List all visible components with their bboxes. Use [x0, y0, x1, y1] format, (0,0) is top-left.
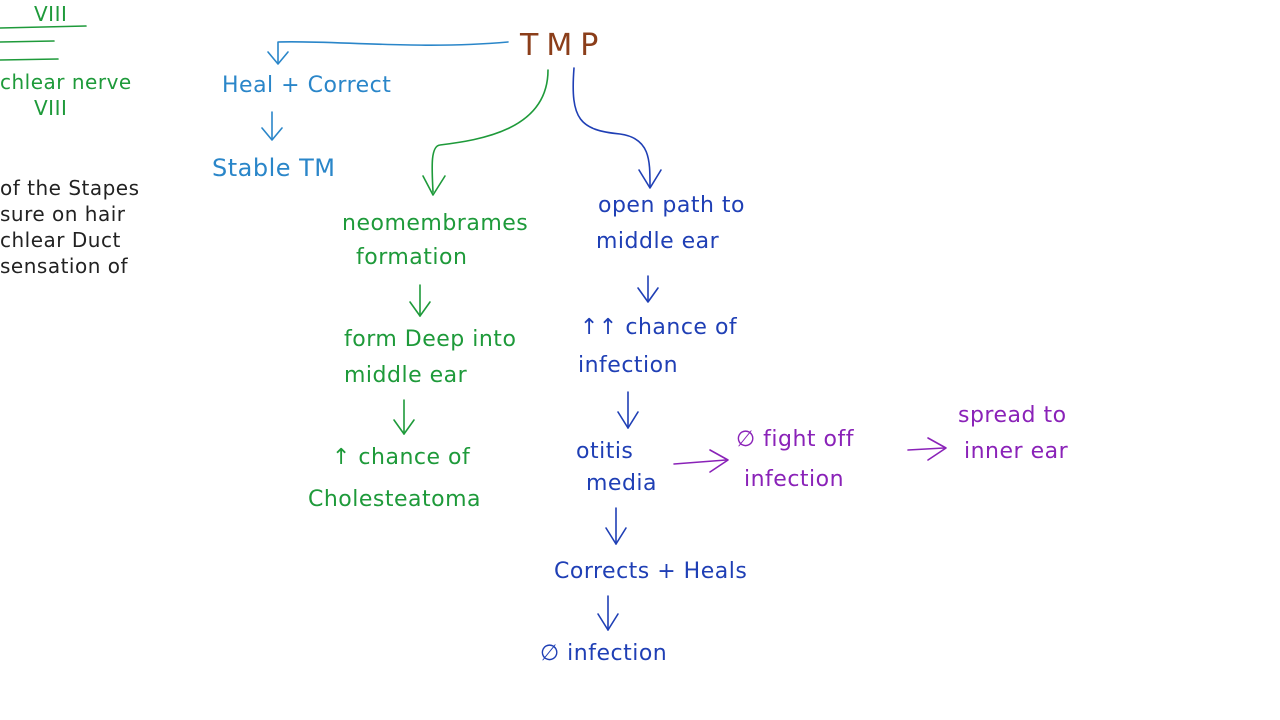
- offscreen-green-underline-3: [0, 58, 59, 61]
- arrow-tmp-to-openpath: [572, 67, 651, 187]
- node-corrects-heals: Corrects + Heals: [554, 559, 748, 584]
- node-chance-infection-line-1: ↑↑ chance of: [580, 315, 738, 340]
- node-openpath-line-2: middle ear: [596, 229, 720, 254]
- node-otitis-line-1: otitis: [576, 439, 634, 464]
- node-fightoff-line-2: infection: [744, 467, 845, 492]
- node-spread-line-2: inner ear: [964, 439, 1069, 464]
- arrowhead-otitis-to-fightoff: [709, 449, 729, 473]
- node-otitis-line-2: media: [586, 471, 658, 496]
- arrowhead-formdeep-to-cholesteatoma: [393, 419, 415, 435]
- arrow-tmp-to-heal: [277, 40, 509, 63]
- arrowhead-fightoff-to-spread: [927, 437, 947, 461]
- arrowhead-neomembrane-to-formdeep: [409, 301, 431, 317]
- arrow-tmp-to-neomembrane: [431, 69, 549, 193]
- arrow-fightoff-to-spread: [907, 447, 945, 451]
- node-chance-infection-line-2: infection: [578, 353, 679, 378]
- offscreen-black-line-1: of the Stapes: [0, 176, 140, 200]
- arrowhead-tmp-to-openpath: [638, 169, 662, 189]
- node-formdeep-line-1: form Deep into: [344, 327, 517, 352]
- offscreen-green-line-2: VIII: [34, 96, 68, 120]
- offscreen-green-top: VIII: [34, 2, 68, 26]
- node-stable-tm: Stable TM: [212, 154, 336, 182]
- arrowhead-corrects-to-noinfection: [597, 613, 619, 631]
- offscreen-green-underline-2: [0, 40, 55, 43]
- node-openpath-line-1: open path to: [598, 193, 745, 218]
- node-neomembrane-line-2: formation: [356, 245, 468, 270]
- node-heal-correct: Heal + Correct: [222, 73, 392, 98]
- arrowhead-otitis-to-corrects: [605, 527, 627, 545]
- offscreen-black-line-4: sensation of: [0, 254, 129, 278]
- node-cholesteatoma-line-2: Cholesteatoma: [308, 487, 482, 512]
- arrowhead-tmp-to-neomembrane: [422, 175, 446, 196]
- node-formdeep-line-2: middle ear: [344, 363, 468, 388]
- offscreen-black-line-3: chlear Duct: [0, 228, 121, 252]
- offscreen-green-underline-1: [0, 25, 87, 29]
- node-spread-line-1: spread to: [958, 403, 1067, 428]
- offscreen-black-line-2: sure on hair: [0, 202, 126, 226]
- arrowhead-openpath-to-chance: [637, 287, 659, 303]
- arrow-otitis-to-fightoff: [673, 459, 727, 465]
- node-no-infection: ∅ infection: [540, 641, 668, 666]
- node-cholesteatoma-line-1: ↑ chance of: [332, 445, 471, 470]
- node-neomembrane-line-1: neomembrames: [342, 211, 529, 236]
- offscreen-green-line-1: chlear nerve: [0, 70, 132, 94]
- arrowhead-tmp-to-heal: [267, 51, 289, 65]
- arrowhead-chance-to-otitis: [617, 411, 639, 429]
- node-fightoff-line-1: ∅ fight off: [736, 427, 854, 452]
- arrowhead-heal-to-stable: [261, 127, 283, 141]
- root-node-tmp: TMP: [520, 28, 607, 63]
